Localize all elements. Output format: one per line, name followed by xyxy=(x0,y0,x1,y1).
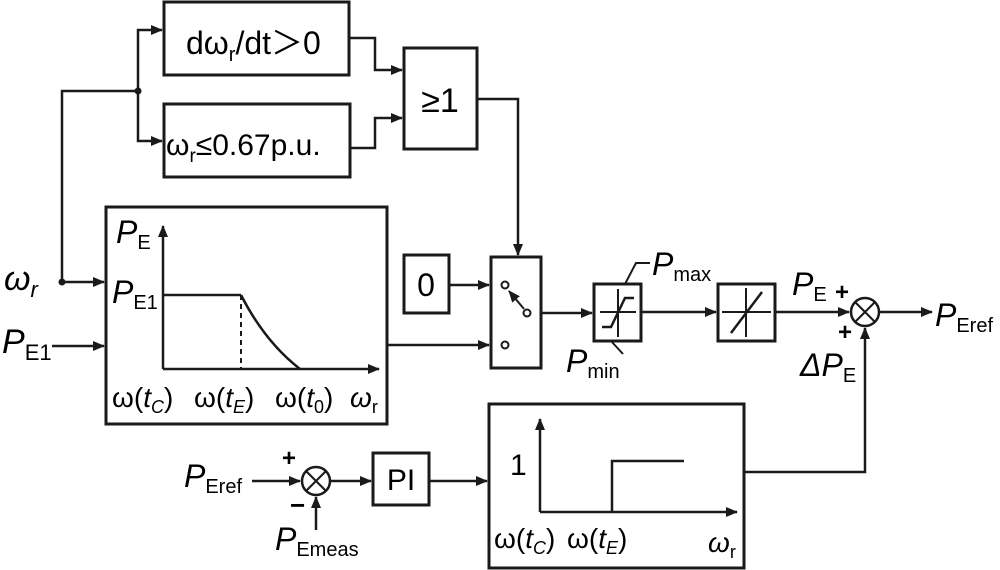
curve-y-axis-label: PE xyxy=(116,214,151,254)
step-x-axis-label: ωr xyxy=(708,527,736,562)
speed-power-curve-block xyxy=(104,205,389,426)
pe1-input-label: PE1 xyxy=(2,323,52,365)
speed-threshold-label: ωr≤0.67p.u. xyxy=(166,129,321,167)
step-to-summer-line xyxy=(744,327,870,474)
pe-signal-label: PE xyxy=(792,266,827,306)
limiter-characteristic xyxy=(602,296,634,329)
switch-arm xyxy=(508,290,525,310)
switch-contact-output xyxy=(522,308,532,318)
or-to-switch-line xyxy=(477,97,523,256)
rate-limiter-slope xyxy=(730,291,763,334)
limiter-max-label: Pmax xyxy=(652,246,711,286)
derivative-check-label: dωr/dt＞0 xyxy=(186,25,321,66)
omega-to-derivative-line xyxy=(136,25,163,91)
pi-controller-label: PI xyxy=(387,464,415,497)
speed-threshold-block xyxy=(162,102,352,179)
delta-pe-plus-sign: + xyxy=(838,319,852,346)
error-summing-cross-b xyxy=(305,470,327,492)
curve-decline-segment xyxy=(239,294,301,370)
peref-output-label: PEref xyxy=(935,297,993,337)
step-tick-te: ω(tE) xyxy=(567,523,627,558)
limiter-max-leader xyxy=(624,262,650,285)
omega-r-input-label: ωr xyxy=(4,260,39,302)
curve-tick-te: ω(tE) xyxy=(194,382,254,417)
speed-check-to-or-line xyxy=(350,113,403,150)
main-summing-cross-b xyxy=(854,301,876,323)
curve-level-label: PE1 xyxy=(112,274,158,314)
selector-switch-block xyxy=(489,255,543,370)
curve-tick-tc: ω(tC) xyxy=(112,382,173,417)
zero-constant-label: 0 xyxy=(417,267,435,303)
curve-tick-t0: ω(t0) xyxy=(275,382,333,417)
error-plus-sign: + xyxy=(282,445,296,472)
omega-to-speed-check-line xyxy=(136,91,163,146)
omega-branch-node xyxy=(134,87,142,95)
pi-controller-block xyxy=(371,451,431,507)
limiter-min-leader xyxy=(610,340,624,355)
peref-feedback-label: PEref xyxy=(184,458,242,498)
pe-plus-sign: + xyxy=(835,279,849,306)
curve-x-axis-label: ωr xyxy=(350,382,378,417)
step-characteristic xyxy=(610,459,684,512)
error-minus-sign: − xyxy=(290,490,305,520)
activation-step-block xyxy=(487,402,746,570)
step-level-label: 1 xyxy=(510,449,527,482)
limiter-min-label: Pmin xyxy=(566,343,620,383)
or-gate-label: ≥1 xyxy=(421,82,459,120)
step-tick-tc: ω(tC) xyxy=(494,523,555,558)
switch-contact-lower xyxy=(500,340,510,350)
omega-trunk-line xyxy=(60,89,138,282)
delta-pe-label: ΔPE xyxy=(799,347,856,387)
pemeas-input-label: PEmeas xyxy=(275,521,359,561)
switch-contact-upper xyxy=(500,280,510,290)
derivative-to-or-line xyxy=(349,36,403,75)
